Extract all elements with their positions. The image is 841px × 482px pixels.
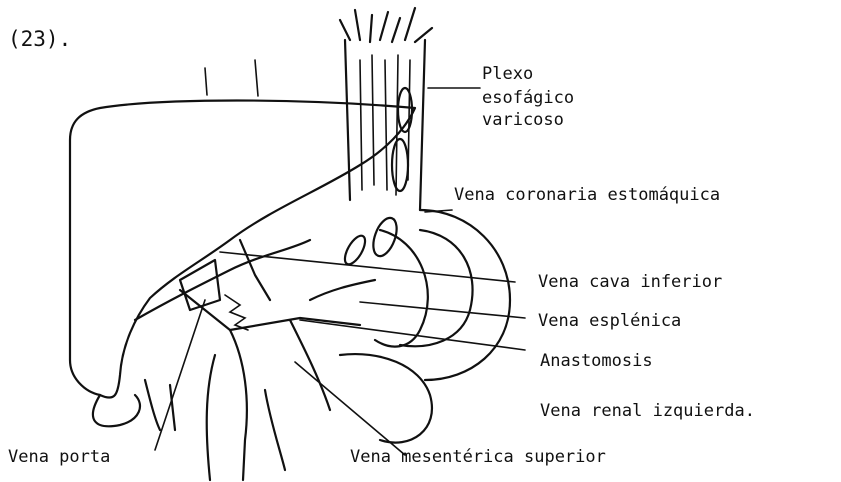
esophageal-plexus xyxy=(340,8,432,210)
label-renal: Vena renal izquierda. xyxy=(540,401,755,421)
label-mesenterica: Vena mesentérica superior xyxy=(350,447,606,467)
plexo-line-1: Plexo xyxy=(482,64,533,84)
plexo-line-3: varicoso xyxy=(482,110,564,130)
label-esplenica: Vena esplénica xyxy=(538,311,681,331)
label-anastomosis: Anastomosis xyxy=(540,351,653,371)
label-plexo: Plexo esofágico varicoso xyxy=(482,64,574,130)
portal-vessels xyxy=(135,240,375,480)
label-porta: Vena porta xyxy=(8,447,110,467)
figure-reference: (23). xyxy=(8,27,71,51)
plexo-line-2: esofágico xyxy=(482,88,574,108)
label-cava: Vena cava inferior xyxy=(538,272,722,292)
kidney-outline xyxy=(340,354,432,443)
label-coronaria: Vena coronaria estomáquica xyxy=(454,185,720,205)
